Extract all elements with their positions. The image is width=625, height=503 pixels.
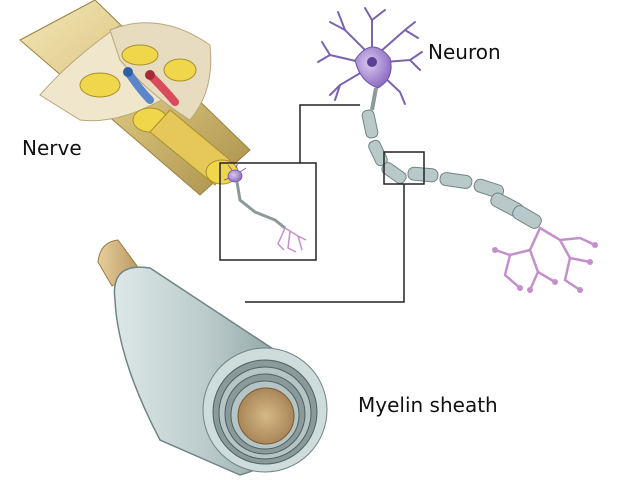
inset-neuron-box — [220, 162, 316, 260]
myelin-sheath-label: Myelin sheath — [358, 393, 498, 417]
nerve-label: Nerve — [22, 136, 82, 160]
neuron-label: Neuron — [428, 40, 501, 64]
connector-lines — [245, 105, 424, 302]
myelin-sheath-illustration — [98, 240, 327, 475]
nerve-illustration — [20, 0, 250, 195]
